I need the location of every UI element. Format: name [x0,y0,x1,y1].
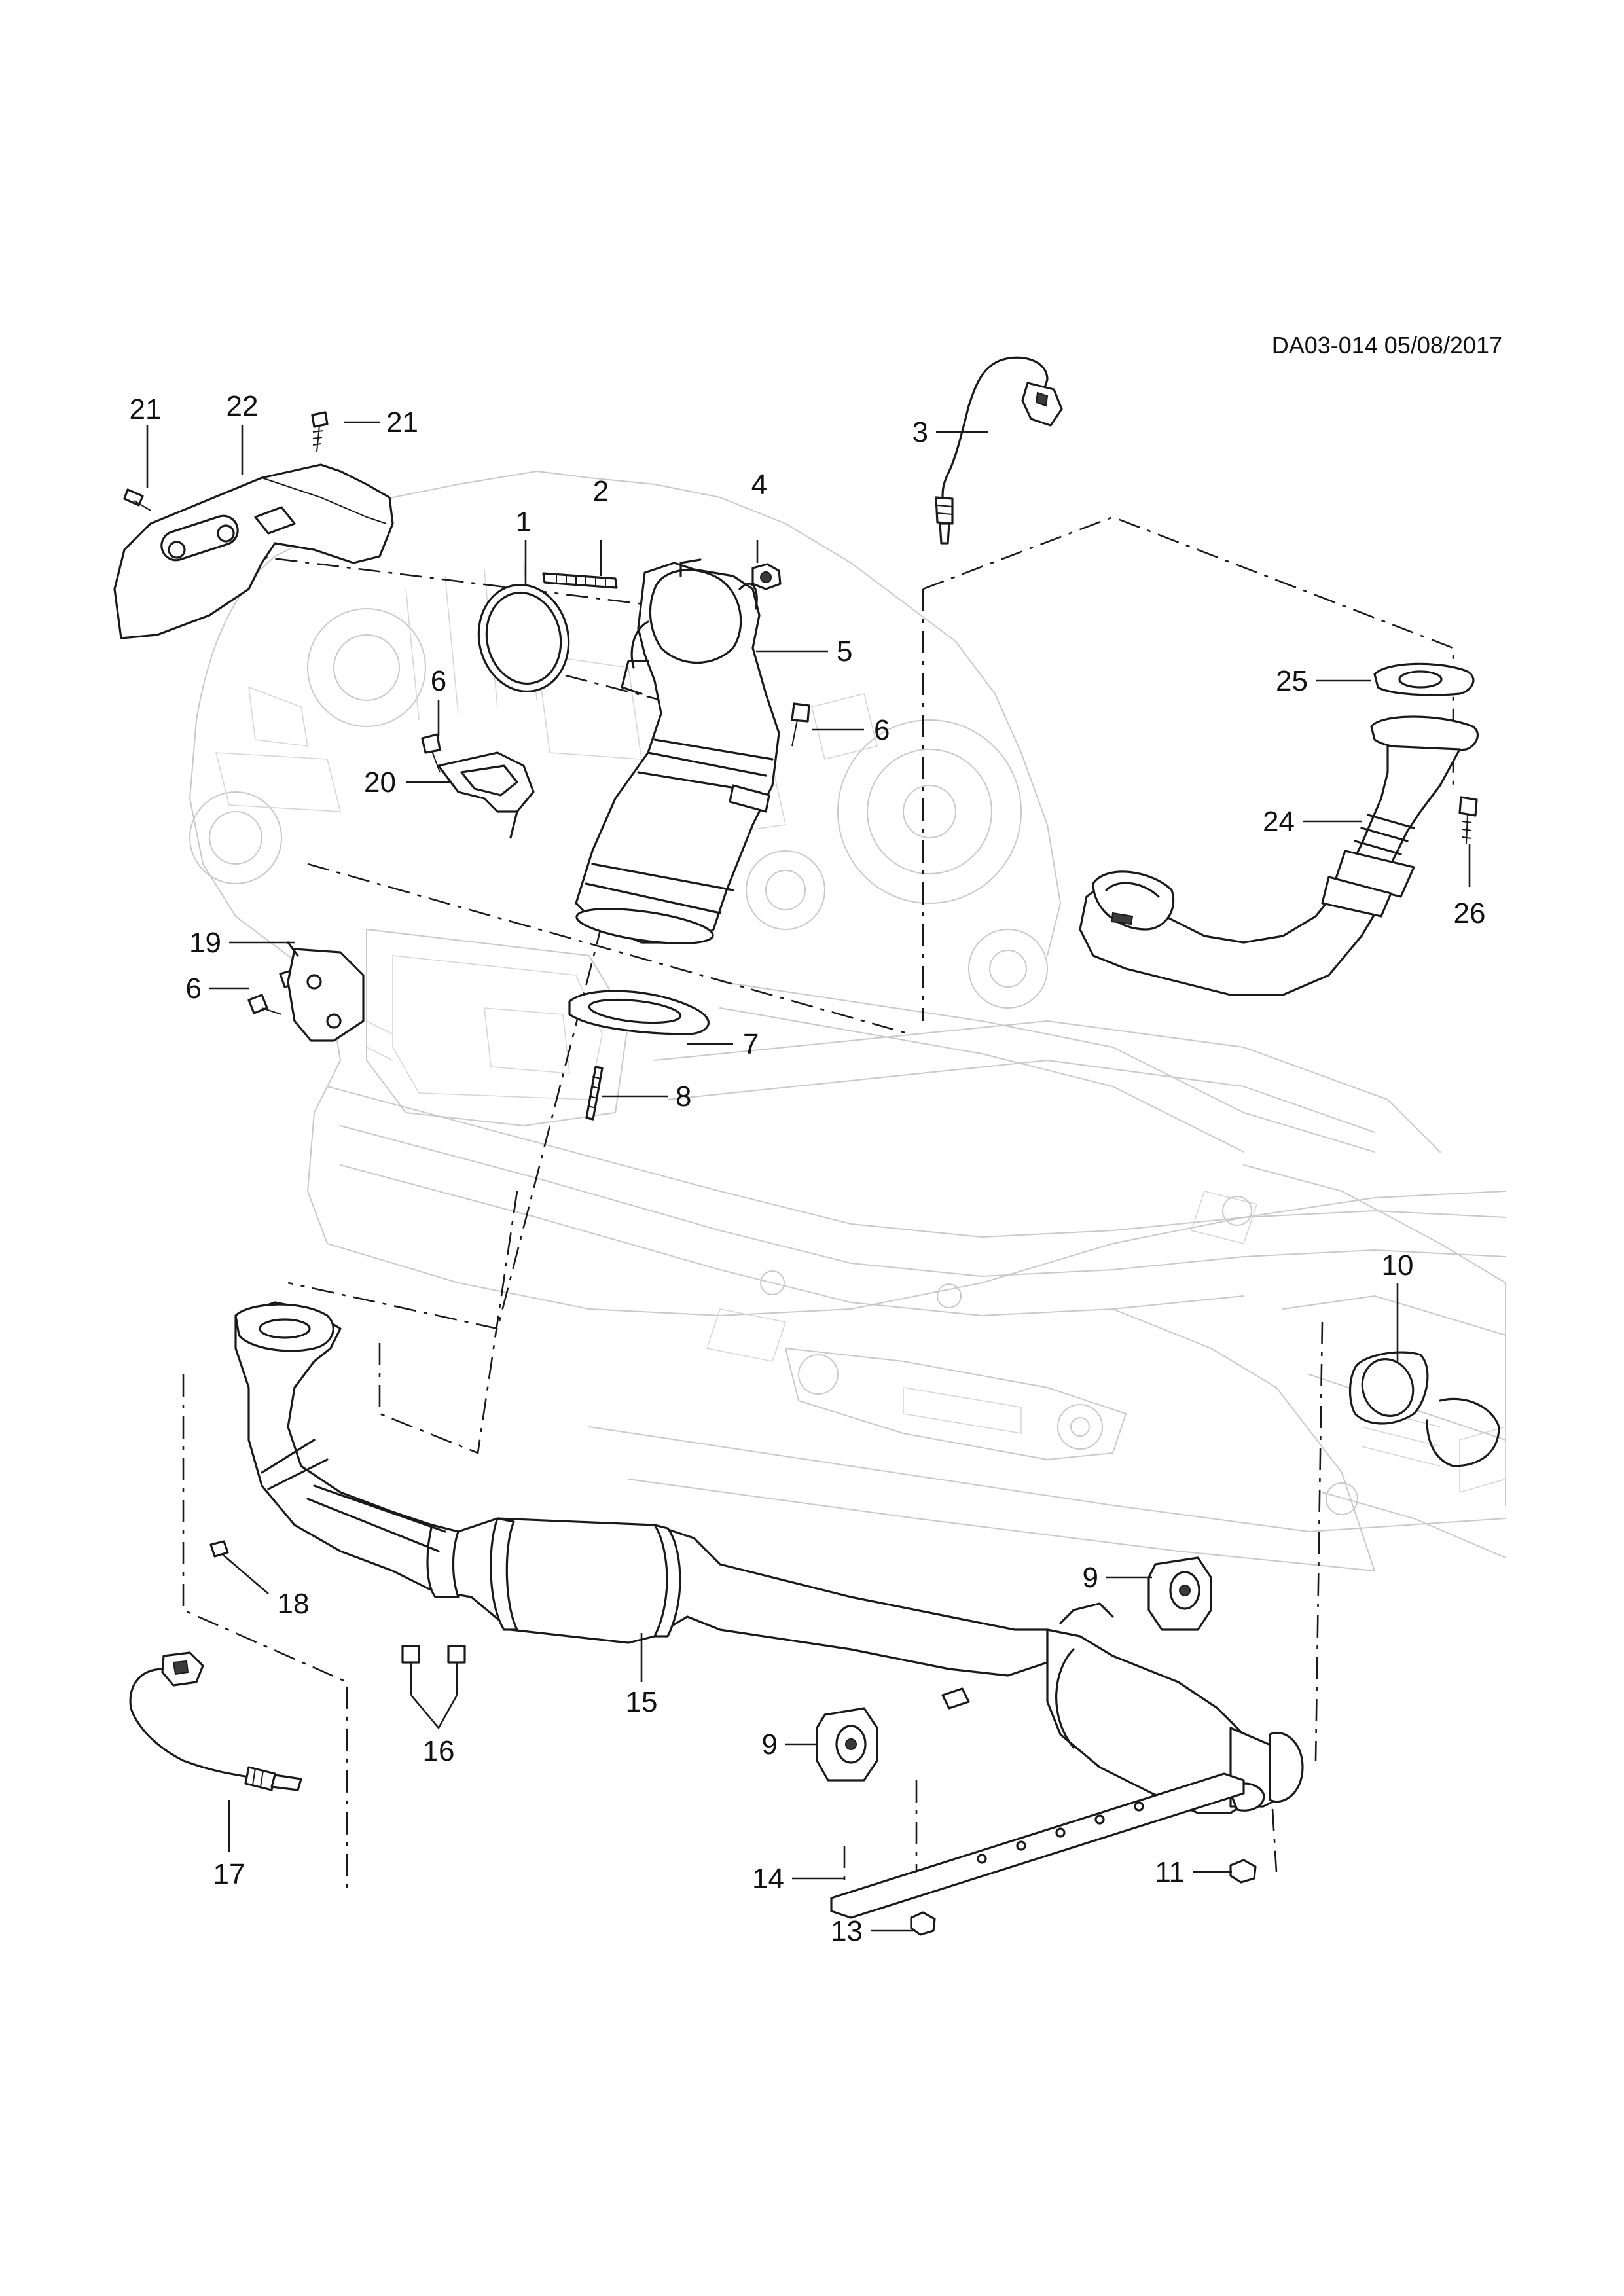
gasket-ring [477,583,570,693]
callout-9-upper: 9 [1083,1562,1098,1594]
catalytic-converter-upper [575,558,780,944]
callout-21-left: 21 [130,393,162,425]
callout-11: 11 [1155,1856,1185,1888]
leader-lines [146,421,1471,1932]
diagram-code: DA03-014 05/08/2017 [1272,332,1502,359]
callout-22: 22 [226,390,259,422]
nut-11 [1229,1859,1257,1884]
callout-26: 26 [1454,897,1486,929]
callout-13: 13 [831,1915,863,1947]
stud-8 [585,1066,604,1121]
bracket-19 [287,941,365,1042]
hanger-9-lower [816,1707,878,1782]
bolt-16-right [447,1645,466,1695]
heat-shield [113,463,394,639]
bolt-6-right [791,702,810,747]
callout-20: 20 [364,766,396,798]
bolt-21-left [123,488,151,511]
gasket-10 [1348,1351,1429,1425]
bolt-16-left [401,1645,420,1695]
clip-18 [209,1540,229,1558]
callout-2: 2 [593,475,609,507]
callout-3: 3 [912,416,928,448]
hanger-9-upper [1147,1556,1212,1631]
front-pipe-24 [1079,715,1479,996]
bolt-21-top [311,411,329,452]
callout-16: 16 [423,1735,455,1767]
nut [751,563,782,590]
callout-5: 5 [837,636,852,668]
nut-13 [910,1911,936,1936]
callout-15: 15 [626,1686,658,1718]
callout-10: 10 [1382,1249,1414,1282]
hanger-rod [941,1687,970,1710]
callout-9-lower: 9 [762,1729,778,1761]
callout-7: 7 [743,1028,759,1060]
callout-6-right: 6 [874,714,890,746]
callout-21-top: 21 [386,406,418,439]
engine-background [189,471,1506,1571]
oxygen-sensor-lower [129,1651,302,1791]
callout-14: 14 [752,1863,784,1895]
callout-18: 18 [278,1588,310,1620]
callout-4: 4 [751,469,767,501]
gasket-25 [1373,662,1475,696]
callout-25: 25 [1276,665,1308,697]
callout-6-mid: 6 [431,665,446,697]
callout-17: 17 [213,1858,245,1890]
catalytic-converter-rear [1046,1602,1304,1814]
gasket-flange [568,990,710,1035]
pipe-stub-right [1426,1397,1500,1467]
callout-labels: 21 22 21 3 1 2 4 5 6 6 25 20 24 26 19 6 … [130,390,1486,1947]
oxygen-sensor-upper [935,356,1063,545]
callout-24: 24 [1263,806,1295,838]
stud [542,572,618,589]
callout-19: 19 [189,927,221,959]
callout-6-lower: 6 [186,973,202,1005]
callout-8: 8 [676,1081,691,1113]
bolt-26 [1458,796,1478,845]
bracket-14 [830,1772,1245,1919]
callout-1: 1 [516,506,532,538]
intermediate-pipe-15 [234,1301,1049,1677]
bolt-6-mid [421,733,441,773]
bracket-20 [437,751,535,839]
